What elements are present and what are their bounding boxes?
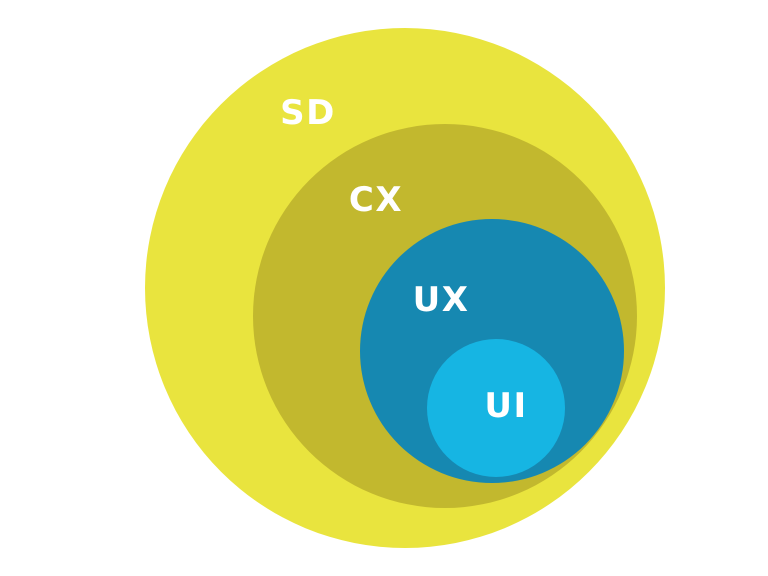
sd-label: SD xyxy=(280,93,336,133)
ux-label: UX xyxy=(412,280,470,320)
cx-label: CX xyxy=(348,180,404,220)
ui-circle xyxy=(427,339,565,477)
ui-label: UI xyxy=(484,386,528,426)
